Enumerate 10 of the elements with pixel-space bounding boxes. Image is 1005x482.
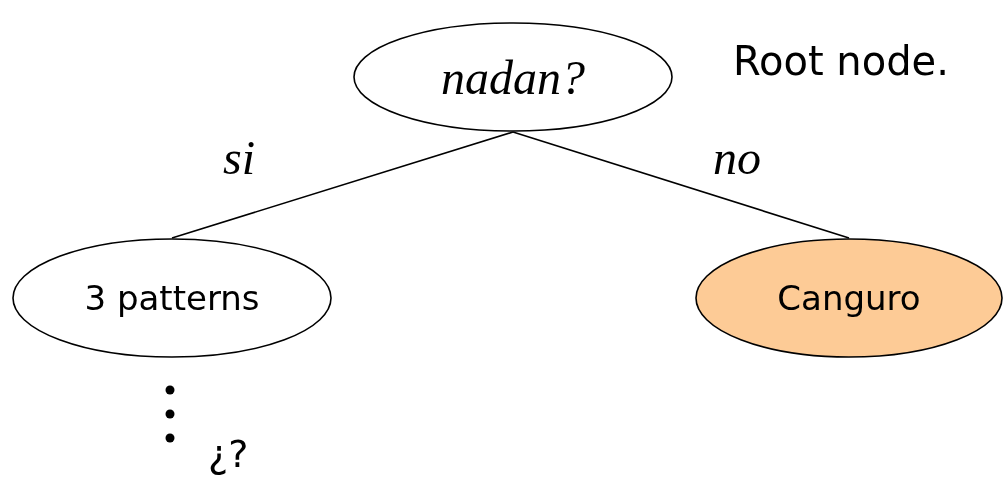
node-caption: Root node. [733, 38, 949, 84]
connector-line [171, 131, 514, 239]
text-label: ¿? [208, 432, 249, 476]
ellipse-node [12, 238, 332, 358]
node-label: 3 patterns [84, 278, 260, 318]
connector-line [512, 131, 850, 239]
node-label: Canguro [777, 278, 921, 318]
ellipse-node [695, 238, 1003, 358]
node-label: nadan? [441, 49, 585, 105]
ellipse-node [353, 22, 673, 132]
